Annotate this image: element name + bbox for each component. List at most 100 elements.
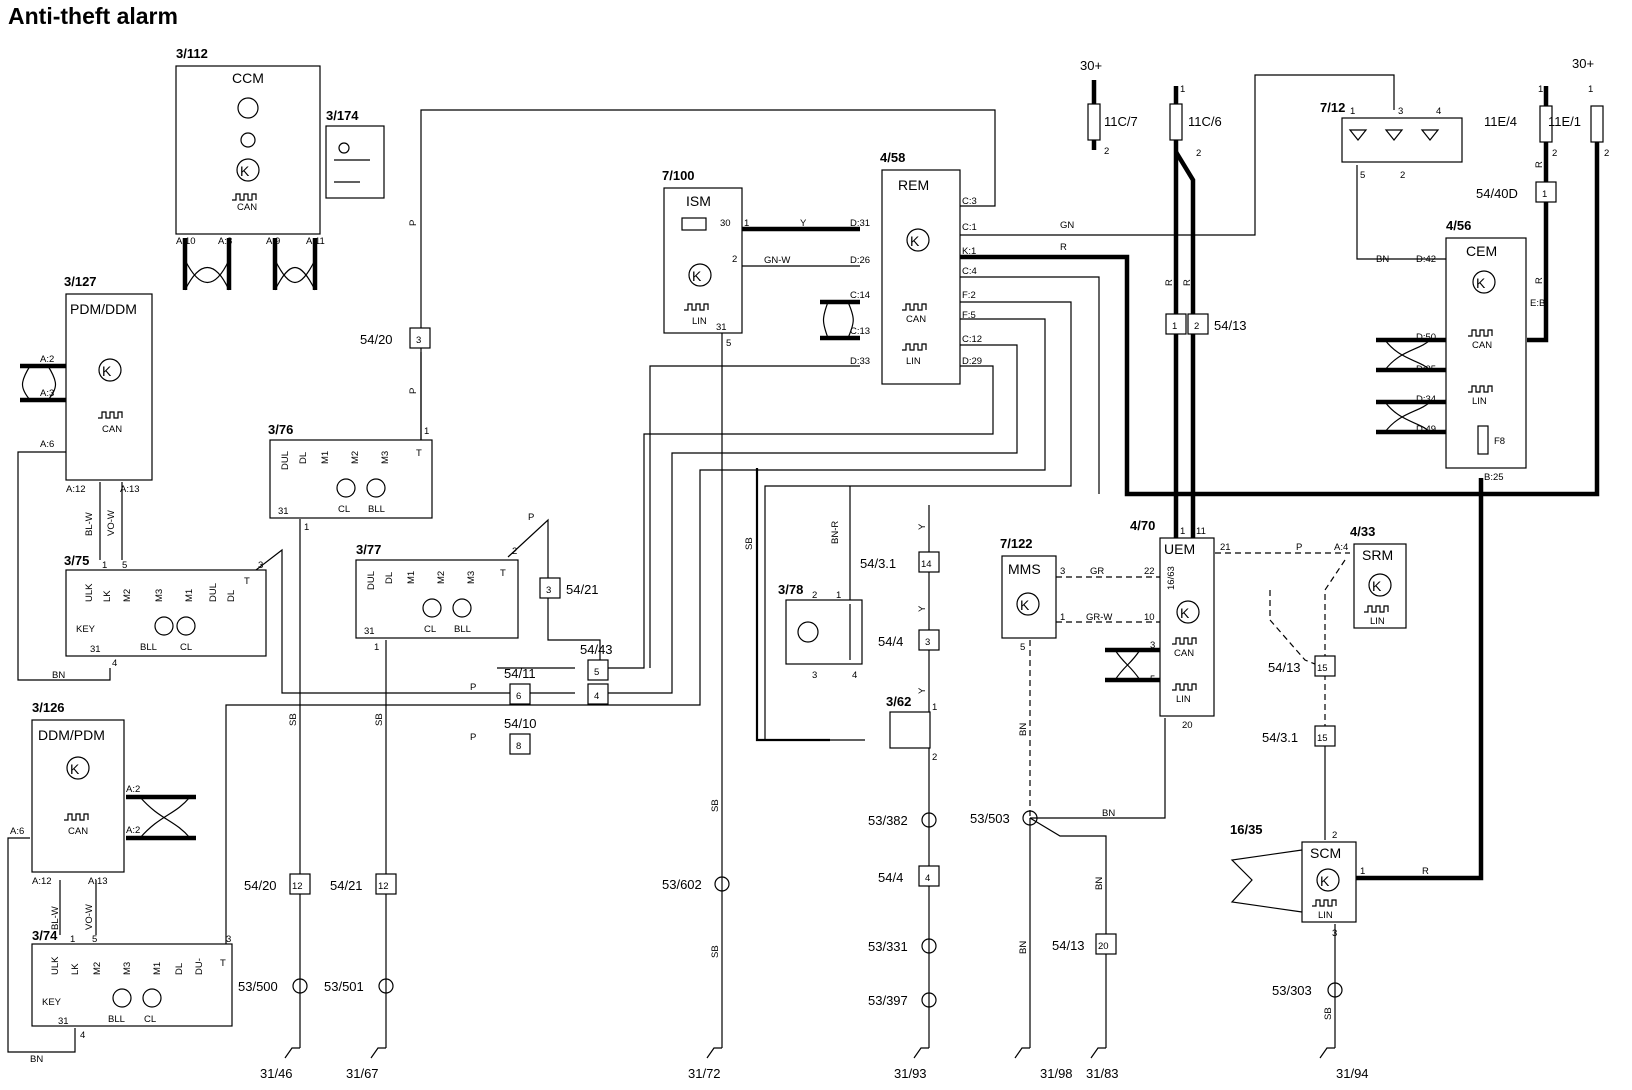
wire-color-label: P xyxy=(470,682,476,693)
splice-label: 53/331 xyxy=(868,939,908,954)
fuse-pin: 2 xyxy=(1552,148,1557,159)
connectors: 3 54/20 3 54/21 5 4 54/43 6 54/11 8 54/1… xyxy=(244,181,1557,955)
srm-ref: 4/33 xyxy=(1350,524,1375,539)
splice-icon xyxy=(1022,810,1038,826)
motor-icon xyxy=(336,478,356,498)
rem-name: REM xyxy=(898,177,929,193)
lin-signal-icon xyxy=(1468,385,1493,393)
lock-label: DUL xyxy=(366,571,377,590)
connector-label: 54/3.1 xyxy=(860,556,896,571)
pdm-ddm-name: PDM/DDM xyxy=(70,301,137,317)
wire-color-label: GR xyxy=(1090,566,1104,577)
comp-3-62-ref: 3/62 xyxy=(886,694,911,709)
fuse-icon xyxy=(1169,103,1183,141)
splices: 53/500 53/501 53/602 53/382 53/331 53/39… xyxy=(238,810,1343,1008)
rem-module: 4/58 REM K CAN LIN D:31 D:26 C:14 C:13 D… xyxy=(850,150,1074,385)
srm-bus-label: LIN xyxy=(1370,616,1385,627)
can-signal-icon xyxy=(902,303,927,311)
connector-pin: 20 xyxy=(1098,941,1109,952)
supply-label: 30+ xyxy=(1080,58,1102,73)
connector-box xyxy=(1165,313,1187,335)
wire-color-label: R xyxy=(1164,279,1175,286)
srm-name: SRM xyxy=(1362,547,1393,563)
svg-text:K: K xyxy=(1180,605,1190,621)
scm-ref: 16/35 xyxy=(1230,822,1263,837)
ground-label: 31/83 xyxy=(1086,1066,1119,1081)
lock-label: BLL xyxy=(140,642,157,653)
splice-label: 53/397 xyxy=(868,993,908,1008)
connector-pin: 4 xyxy=(925,873,930,884)
rem-bus-label: LIN xyxy=(906,356,921,367)
motor-pin: 3 xyxy=(812,670,817,681)
wire-color-label: SB xyxy=(1323,1007,1334,1020)
pdm-ddm-bus-label: CAN xyxy=(102,424,122,435)
connector-label: 54/13 xyxy=(1268,660,1301,675)
uem-pin: 16/63 xyxy=(1166,566,1177,590)
lock-label: ULK xyxy=(84,583,95,602)
lock-label: BLL xyxy=(454,624,471,635)
connector-box xyxy=(509,733,531,755)
page-title: Anti-theft alarm xyxy=(8,3,178,29)
ism-pin: 1 xyxy=(744,218,749,229)
ddm-pdm-module: 3/126 DDM/PDM K CAN A:2 A:2 A:6 A:12 A:1… xyxy=(10,700,140,930)
lock-label: KEY xyxy=(76,624,96,635)
pdm-ddm-module: 3/127 PDM/DDM K CAN A:2 A:3 A:6 A:12 A:1… xyxy=(40,274,153,536)
ddm-pdm-pin: A:2 xyxy=(126,825,140,836)
fuse-label: 11E/4 xyxy=(1484,114,1517,129)
ism-module: 7/100 ISM K LIN 30 2 31 1 5 Y GN-W xyxy=(662,168,807,349)
connector-box xyxy=(918,865,940,887)
wire-color-label: P xyxy=(528,512,534,523)
lock-pin: 2 xyxy=(512,546,517,557)
motor-icon xyxy=(112,988,132,1008)
lock-label: M2 xyxy=(122,589,133,602)
lock-label: LK xyxy=(70,963,81,975)
connector-pin: 4 xyxy=(594,691,599,702)
motor-pin: 4 xyxy=(852,670,857,681)
lock-pin: 1 xyxy=(102,560,107,571)
lock-pin: 31 xyxy=(364,626,375,637)
lock-pin: 4 xyxy=(112,658,117,669)
wire-color-label: SB xyxy=(744,537,755,550)
pdm-ddm-pin: A:13 xyxy=(120,484,140,495)
srm-pin: A:4 xyxy=(1334,542,1348,553)
motor-icon xyxy=(422,598,442,618)
lock-pin: 1 xyxy=(304,522,309,533)
motor-icon xyxy=(154,616,174,636)
pdm-ddm-ref: 3/127 xyxy=(64,274,97,289)
ccm-name: CCM xyxy=(232,70,264,86)
connector-label: 54/10 xyxy=(504,716,537,731)
fuse-label: 11E/1 xyxy=(1548,114,1581,129)
wire-color-label: P xyxy=(470,732,476,743)
lock-label: CL xyxy=(338,504,350,515)
lock-unit-3-74: 3/74 ULK LK M2 M3 M1 DL DU- T KEY BLL CL… xyxy=(30,928,233,1065)
lock-unit-3-75: 3/75 ULK LK M2 M3 M1 DUL DL T KEY BLL CL… xyxy=(52,553,267,681)
component-3-62: 3/62 1 2 xyxy=(886,694,937,763)
ism-name: ISM xyxy=(686,193,711,209)
wire-color-label: Y xyxy=(800,218,807,229)
lock-pin: 4 xyxy=(80,1030,85,1041)
connector-label: 54/4 xyxy=(878,634,903,649)
connector-pin: 8 xyxy=(516,741,521,752)
connector-label: 54/21 xyxy=(330,878,363,893)
lock-label: CL xyxy=(180,642,192,653)
wire-color-label: BN xyxy=(30,1054,43,1065)
scm-module: 16/35 SCM K LIN 2 1 3 xyxy=(1230,822,1365,939)
connector-label: 54/3.1 xyxy=(1262,730,1298,745)
cem-pin: D:42 xyxy=(1416,254,1436,265)
ecu-icon xyxy=(906,228,930,252)
uem-name: UEM xyxy=(1164,541,1195,557)
splice-label: 53/303 xyxy=(1272,983,1312,998)
splice-icon xyxy=(1327,982,1343,998)
led-icon xyxy=(1420,129,1440,141)
ccm-pin: A:10 xyxy=(176,236,196,247)
comp-3-62-pin: 1 xyxy=(932,702,937,713)
rem-bus-label: CAN xyxy=(906,314,926,325)
can-signal-icon xyxy=(232,193,257,201)
fuse-label: 11C/6 xyxy=(1188,114,1222,129)
connector-box xyxy=(539,577,561,599)
ccm-ref: 3/112 xyxy=(176,46,208,61)
lin-signal-icon xyxy=(1364,605,1389,613)
lock-pin: 5 xyxy=(122,560,127,571)
wire-color-label: VO-W xyxy=(84,904,95,930)
rem-pin: C:1 xyxy=(962,222,977,233)
